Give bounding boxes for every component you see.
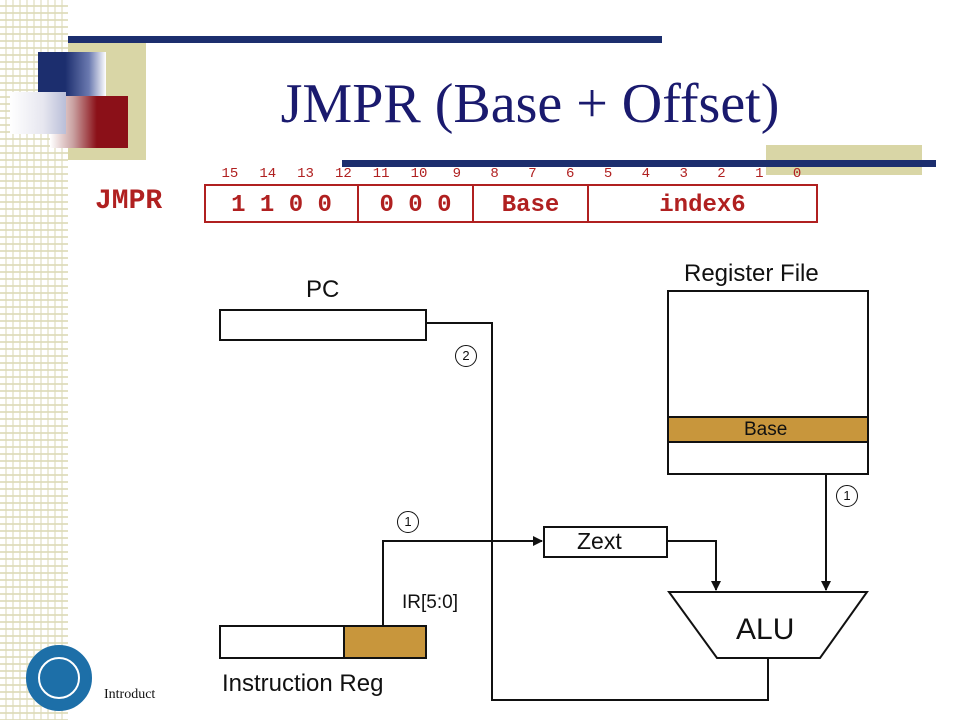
base-field: Base <box>501 192 560 219</box>
index6-field: index6 <box>659 192 746 219</box>
ir-field-label: IR[5:0] <box>402 592 458 613</box>
bit-number: 8 <box>490 166 499 182</box>
zext-label: Zext <box>577 528 622 554</box>
register-file-label: Register File <box>684 260 819 287</box>
bit-number: 11 <box>372 166 390 182</box>
step-1-base-marker: 1 <box>836 485 858 507</box>
alu-shape <box>667 591 869 659</box>
instruction-reg-label: Instruction Reg <box>222 670 384 697</box>
bit-number: 15 <box>221 166 239 182</box>
slide-title: JMPR (Base + Offset) <box>280 73 780 135</box>
bit-number: 13 <box>297 166 314 182</box>
alu-label: ALU <box>736 613 795 646</box>
ir-low-bits <box>343 625 427 659</box>
base-register <box>667 416 869 443</box>
bit-number: 6 <box>566 166 575 182</box>
deco-white-square <box>10 92 66 134</box>
bit-number: 5 <box>603 166 613 182</box>
step-2-marker: 2 <box>455 345 477 367</box>
bit-number: 14 <box>259 166 277 182</box>
zero-field: 0 0 0 <box>379 192 452 219</box>
instruction-mnemonic: JMPR <box>95 186 163 217</box>
footer-text: Introduct <box>104 687 156 702</box>
opcode-field: 1 1 0 0 <box>231 192 332 219</box>
deco-right-rule <box>766 160 936 167</box>
bit-number: 7 <box>528 166 537 182</box>
bit-number: 0 <box>792 166 802 182</box>
register-file <box>667 290 869 475</box>
pc-label: PC <box>306 276 340 303</box>
bit-number: 1 <box>755 166 764 182</box>
bit-number: 4 <box>641 166 651 182</box>
base-register-label: Base <box>744 419 788 440</box>
bit-number: 9 <box>452 166 461 182</box>
deco-top-rule <box>68 36 662 43</box>
bit-number: 3 <box>679 166 688 182</box>
bit-number: 2 <box>717 166 726 182</box>
deco-mid-rule <box>342 160 936 167</box>
bit-number: 12 <box>334 166 352 182</box>
bit-number: 10 <box>410 166 428 182</box>
pc-register <box>219 309 427 341</box>
logo-emblem <box>38 657 80 699</box>
zext-box <box>543 526 668 558</box>
university-logo <box>26 645 92 711</box>
step-1-ir-marker: 1 <box>397 511 419 533</box>
